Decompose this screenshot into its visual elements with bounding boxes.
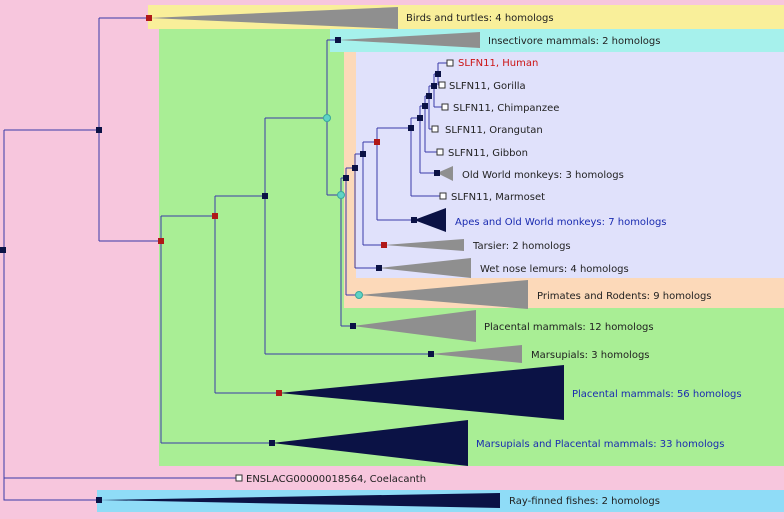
leaf-human-marker[interactable] <box>446 59 454 67</box>
tree-nodes <box>0 15 441 503</box>
label-orangutan[interactable]: SLFN11, Orangutan <box>445 125 543 136</box>
label-marmoset[interactable]: SLFN11, Marmoset <box>451 192 545 203</box>
node[interactable] <box>262 193 268 199</box>
node[interactable] <box>343 175 349 181</box>
collapsed-clades <box>99 7 564 508</box>
node[interactable] <box>411 217 417 223</box>
node[interactable] <box>435 71 441 77</box>
primates-region <box>356 52 784 278</box>
label-gibbon[interactable]: SLFN11, Gibbon <box>448 148 528 159</box>
label-tarsier[interactable]: Tarsier: 2 homologs <box>472 241 571 252</box>
node[interactable] <box>335 37 341 43</box>
node[interactable] <box>374 139 380 145</box>
clade-birds-triangle[interactable] <box>149 7 398 29</box>
node[interactable] <box>422 103 428 109</box>
node[interactable] <box>426 93 432 99</box>
clade-primates-rodents-triangle[interactable] <box>359 280 528 309</box>
node[interactable] <box>428 351 434 357</box>
label-placental56[interactable]: Placental mammals: 56 homologs <box>572 389 742 400</box>
node[interactable] <box>431 83 437 89</box>
leaf-marmoset-marker[interactable] <box>439 192 447 200</box>
clade-old-world-monkeys-triangle[interactable] <box>437 166 453 181</box>
node[interactable] <box>434 170 440 176</box>
node[interactable] <box>96 127 102 133</box>
clade-rayfinned-triangle[interactable] <box>99 493 500 508</box>
node[interactable] <box>323 114 331 122</box>
node[interactable] <box>158 238 164 244</box>
label-primates-rodents[interactable]: Primates and Rodents: 9 homologs <box>537 291 712 302</box>
node[interactable] <box>350 323 356 329</box>
leaf-markers <box>235 59 454 482</box>
node[interactable] <box>269 440 275 446</box>
node[interactable] <box>381 242 387 248</box>
node[interactable] <box>146 15 152 21</box>
label-marsupials3[interactable]: Marsupials: 3 homologs <box>531 350 650 361</box>
node[interactable] <box>408 125 414 131</box>
clade-marsupials-placental33-triangle[interactable] <box>272 420 468 466</box>
label-chimpanzee[interactable]: SLFN11, Chimpanzee <box>453 103 559 114</box>
leaf-coelacanth-marker[interactable] <box>235 474 243 482</box>
label-insectivore[interactable]: Insectivore mammals: 2 homologs <box>488 36 660 47</box>
leaf-gorilla-marker[interactable] <box>438 81 446 89</box>
leaf-gibbon-marker[interactable] <box>436 148 444 156</box>
clade-marsupials3-triangle[interactable] <box>431 345 522 363</box>
clade-apes-owm-triangle[interactable] <box>414 208 446 232</box>
label-coelacanth[interactable]: ENSLACG00000018564, Coelacanth <box>246 474 426 485</box>
clade-placental12-triangle[interactable] <box>353 310 476 342</box>
node[interactable] <box>0 247 6 253</box>
node[interactable] <box>96 497 102 503</box>
label-old-world-monkeys[interactable]: Old World monkeys: 3 homologs <box>462 170 624 181</box>
node[interactable] <box>352 165 358 171</box>
label-placental12[interactable]: Placental mammals: 12 homologs <box>484 322 654 333</box>
leaf-chimpanzee-marker[interactable] <box>441 103 449 111</box>
clade-wet-nose-triangle[interactable] <box>379 258 471 278</box>
label-wet-nose[interactable]: Wet nose lemurs: 4 homologs <box>480 264 629 275</box>
node[interactable] <box>355 291 363 299</box>
clade-tarsier-triangle[interactable] <box>384 239 464 251</box>
label-apes-owm[interactable]: Apes and Old World monkeys: 7 homologs <box>455 217 667 228</box>
branch <box>3 250 99 501</box>
label-rayfinned[interactable]: Ray-finned fishes: 2 homologs <box>509 496 660 507</box>
clade-placental56-triangle[interactable] <box>279 365 564 420</box>
node[interactable] <box>360 151 366 157</box>
node[interactable] <box>337 191 345 199</box>
tree-labels: Birds and turtles: 4 homologs Insectivor… <box>246 13 742 507</box>
node[interactable] <box>212 213 218 219</box>
node[interactable] <box>376 265 382 271</box>
node[interactable] <box>276 390 282 396</box>
label-marsupials-placental33[interactable]: Marsupials and Placental mammals: 33 hom… <box>476 439 724 450</box>
label-gorilla[interactable]: SLFN11, Gorilla <box>449 81 526 92</box>
label-birds[interactable]: Birds and turtles: 4 homologs <box>406 13 554 24</box>
clade-insectivore-triangle[interactable] <box>338 32 480 48</box>
label-human[interactable]: SLFN11, Human <box>458 58 538 69</box>
leaf-orangutan-marker[interactable] <box>431 125 439 133</box>
node[interactable] <box>417 115 423 121</box>
